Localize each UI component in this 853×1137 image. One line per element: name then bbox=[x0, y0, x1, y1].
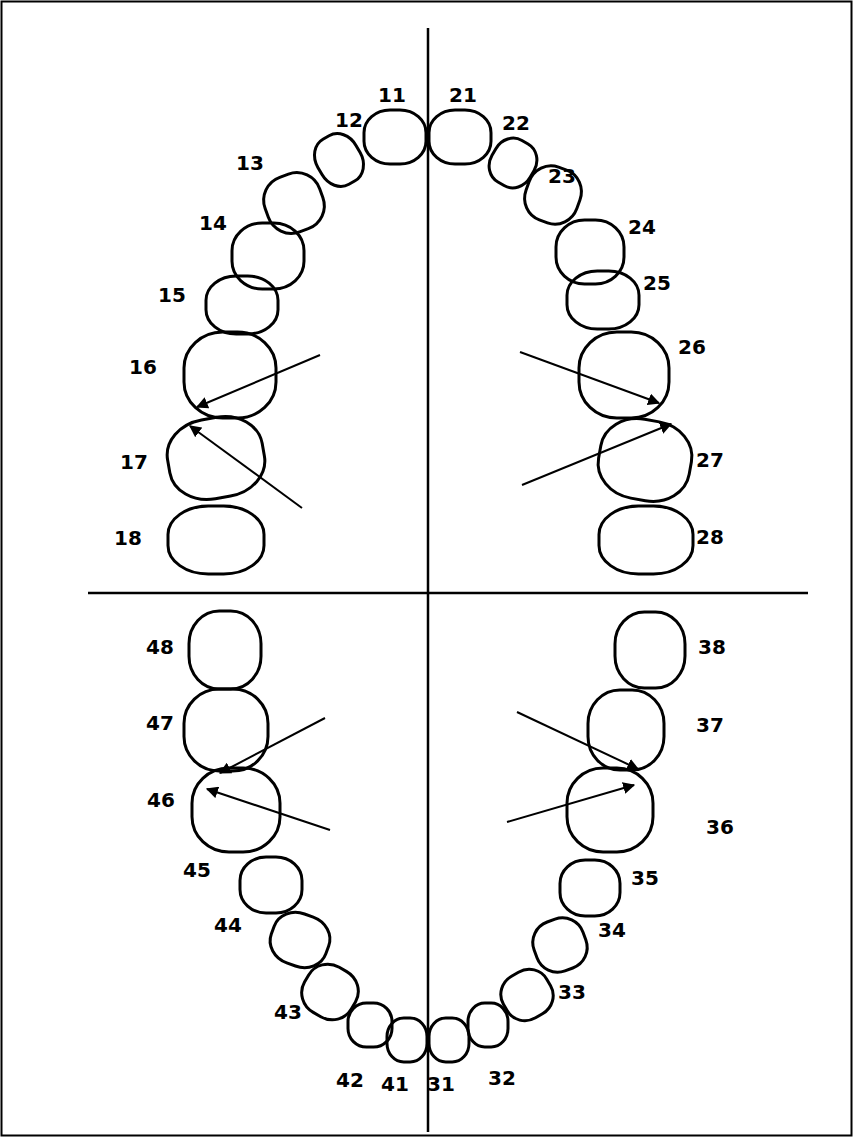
tooth-outline bbox=[192, 768, 280, 852]
tooth-outline bbox=[468, 1003, 508, 1047]
tooth-outline bbox=[493, 962, 560, 1029]
tooth-number: 47 bbox=[146, 713, 174, 733]
tooth-number: 48 bbox=[146, 637, 174, 657]
tooth-outline bbox=[556, 220, 624, 284]
tooth-number: 16 bbox=[129, 357, 157, 377]
tooth-number: 14 bbox=[199, 213, 227, 233]
tooth-outline bbox=[189, 611, 261, 689]
tooth-outline bbox=[588, 690, 664, 770]
teeth bbox=[162, 110, 697, 1062]
tooth-number: 43 bbox=[274, 1002, 302, 1022]
tooth-outline bbox=[348, 1003, 392, 1047]
tooth-number: 35 bbox=[631, 868, 659, 888]
tooth-outline bbox=[599, 506, 693, 574]
tooth-number: 42 bbox=[336, 1070, 364, 1090]
tooth-outline bbox=[615, 612, 685, 688]
arrow bbox=[197, 355, 320, 407]
tooth-outline bbox=[240, 857, 302, 913]
tooth-number: 33 bbox=[558, 982, 586, 1002]
tooth-number: 22 bbox=[502, 113, 530, 133]
tooth-outline bbox=[429, 1018, 469, 1062]
tooth-outline bbox=[560, 860, 620, 916]
tooth-number: 45 bbox=[183, 860, 211, 880]
tooth-number: 32 bbox=[488, 1068, 516, 1088]
tooth-number: 11 bbox=[378, 85, 406, 105]
tooth-outline bbox=[579, 332, 669, 418]
tooth-number: 38 bbox=[698, 637, 726, 657]
arrow bbox=[517, 712, 638, 769]
tooth-outline bbox=[567, 271, 639, 329]
arrow bbox=[220, 718, 325, 773]
arrow bbox=[190, 426, 302, 508]
tooth-outline bbox=[206, 276, 278, 334]
tooth-outline bbox=[294, 956, 367, 1028]
tooth-outline bbox=[184, 689, 268, 771]
tooth-number: 12 bbox=[335, 110, 363, 130]
tooth-number: 18 bbox=[114, 528, 142, 548]
tooth-number: 37 bbox=[696, 715, 724, 735]
tooth-number: 13 bbox=[236, 153, 264, 173]
tooth-number: 46 bbox=[147, 790, 175, 810]
tooth-number: 36 bbox=[706, 817, 734, 837]
tooth-outline bbox=[364, 110, 426, 164]
tooth-outline bbox=[482, 131, 544, 195]
tooth-outline bbox=[184, 332, 276, 418]
tooth-outline bbox=[567, 768, 653, 852]
tooth-number: 27 bbox=[696, 450, 724, 470]
tooth-number: 41 bbox=[381, 1074, 409, 1094]
occlusal-line bbox=[88, 592, 808, 595]
arrow bbox=[522, 424, 671, 485]
arrow bbox=[520, 352, 659, 403]
tooth-outline bbox=[162, 410, 270, 505]
arrow bbox=[507, 785, 634, 822]
tooth-outline bbox=[429, 110, 491, 164]
tooth-outline bbox=[168, 506, 264, 574]
tooth-number: 25 bbox=[643, 273, 671, 293]
tooth-outline bbox=[232, 223, 304, 289]
tooth-number: 21 bbox=[449, 85, 477, 105]
tooth-number: 17 bbox=[120, 452, 148, 472]
tooth-number: 26 bbox=[678, 337, 706, 357]
tooth-number: 15 bbox=[158, 285, 186, 305]
tooth-number: 24 bbox=[628, 217, 656, 237]
tooth-outline bbox=[527, 912, 594, 979]
tooth-number: 34 bbox=[598, 920, 626, 940]
tooth-number: 31 bbox=[427, 1074, 455, 1094]
contact-arrows bbox=[190, 352, 671, 830]
arrow bbox=[207, 789, 330, 830]
midline bbox=[427, 28, 430, 1132]
tooth-outline bbox=[387, 1018, 427, 1062]
tooth-outline bbox=[593, 413, 697, 508]
tooth-number: 28 bbox=[696, 527, 724, 547]
tooth-number: 23 bbox=[548, 166, 576, 186]
tooth-number: 44 bbox=[214, 915, 242, 935]
